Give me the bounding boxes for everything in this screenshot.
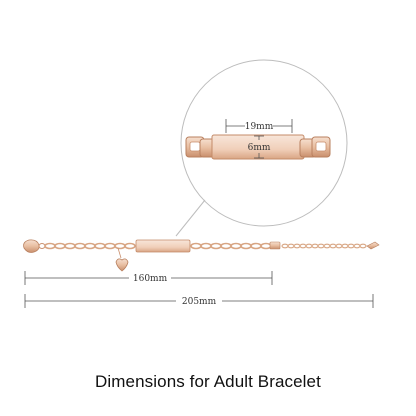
total-length-dimension: 205mm: [24, 294, 374, 308]
chain-length-dimension: 160mm: [24, 271, 273, 285]
extension-chain: [281, 243, 367, 249]
plate-height-dimension: 6mm: [248, 135, 271, 159]
lobster-clasp: [23, 239, 40, 253]
caption: Dimensions for Adult Bracelet: [95, 372, 321, 391]
total-length-label: 205mm: [182, 297, 217, 307]
chain-end-tab: [269, 241, 281, 250]
right-chain: [190, 242, 272, 250]
full-bracelet: [23, 239, 380, 272]
zoomed-bracelet: [185, 134, 331, 160]
plate-width-label: 19mm: [245, 122, 274, 132]
end-drop: [366, 241, 380, 250]
heart-charm: [115, 258, 129, 272]
plate-height-label: 6mm: [248, 143, 271, 153]
magnifier-pointer-line: [175, 199, 206, 237]
name-plate: [135, 239, 191, 253]
chain-length-label: 160mm: [133, 274, 168, 284]
left-chain: [44, 242, 136, 250]
plate-width-dimension: 19mm: [225, 119, 293, 133]
